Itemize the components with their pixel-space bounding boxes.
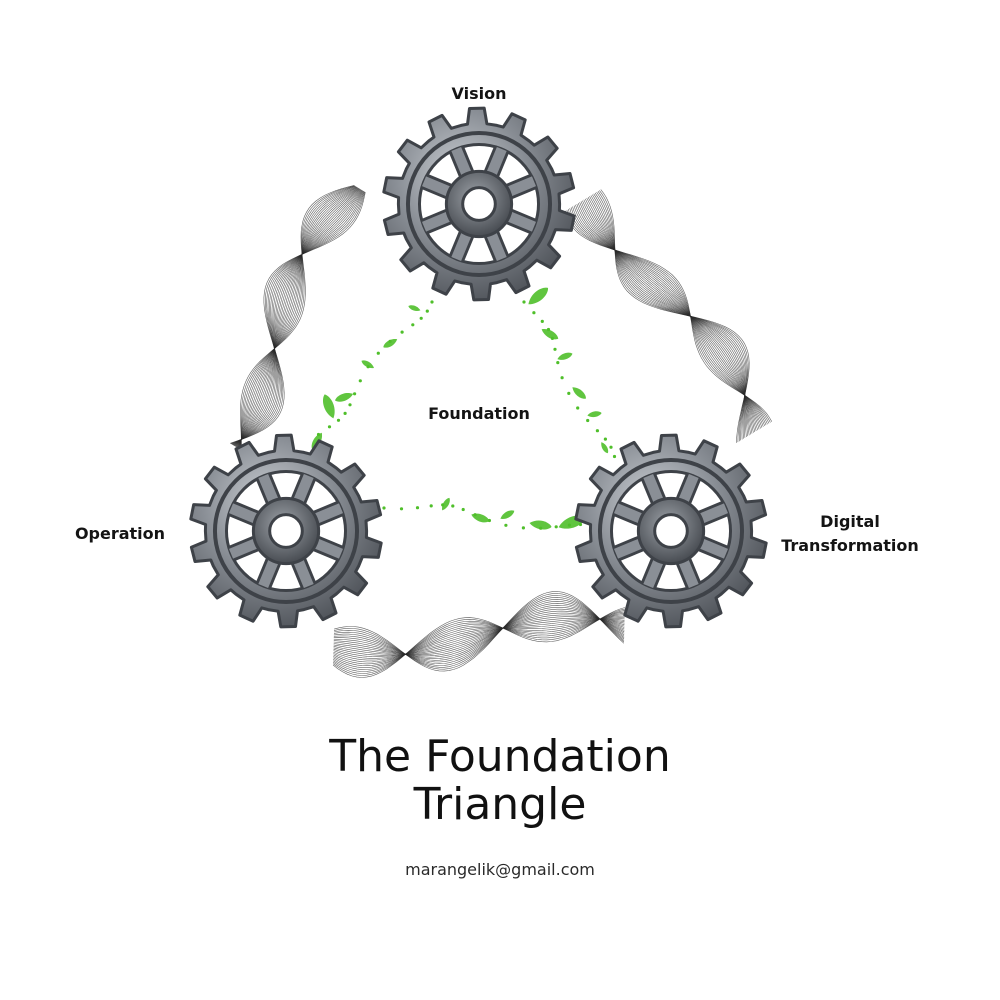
wave-ribbon-left xyxy=(230,185,366,451)
vine-right xyxy=(522,287,617,459)
gear-icon-operation xyxy=(189,433,383,629)
wave-ribbon-right xyxy=(565,189,773,443)
contact-email: marangelik@gmail.com xyxy=(405,860,595,879)
node-label-operation: Operation xyxy=(74,524,166,543)
node-label-digital-transformation: Digital Transformation xyxy=(770,510,930,558)
diagram-title-line-1: The Foundation xyxy=(329,731,671,782)
node-label-foundation: Foundation xyxy=(428,404,530,423)
node-label-vision: Vision xyxy=(451,84,507,103)
gear-icon-vision xyxy=(382,106,576,302)
wave-ribbon-bottom xyxy=(332,591,625,678)
node-label-digital-line-2: Transformation xyxy=(781,536,919,555)
vine-bottom xyxy=(382,497,586,530)
node-label-digital-line-1: Digital xyxy=(820,512,880,531)
diagram-title-line-2: Triangle xyxy=(413,779,587,830)
gear-icon-digital-transformation xyxy=(574,433,768,629)
vine-left xyxy=(311,300,434,450)
